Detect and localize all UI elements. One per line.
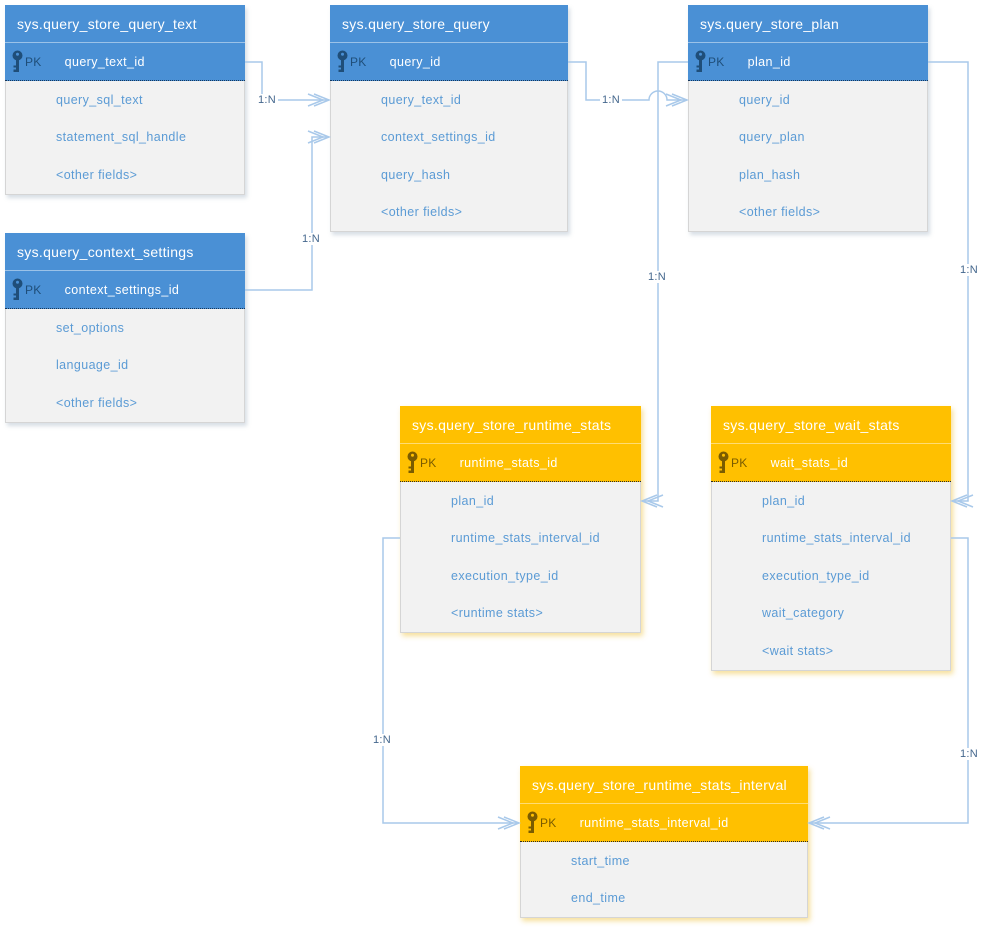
pk-row: PK runtime_stats_id (400, 444, 641, 482)
pk-field-name: context_settings_id (64, 282, 180, 297)
cardinality-label: 1:N (957, 748, 981, 760)
connector-context-settings-to-query (245, 136, 329, 291)
field-row: query_sql_text (56, 92, 143, 107)
pk-field-name: plan_id (747, 54, 791, 69)
pk-label: PK (540, 815, 557, 830)
cardinality-label: 1:N (599, 94, 623, 106)
primary-key-icon (718, 451, 729, 473)
primary-key-icon (337, 50, 348, 72)
pk-row: PK context_settings_id (5, 271, 245, 309)
field-row: language_id (56, 358, 129, 373)
field-row: query_text_id (381, 92, 462, 107)
field-row: query_plan (739, 130, 805, 145)
pk-label: PK (350, 54, 367, 69)
pk-label: PK (25, 282, 42, 297)
primary-key-icon (695, 50, 706, 72)
table-title: sys.query_store_query (330, 5, 568, 43)
table-query-store-runtime-stats[interactable]: sys.query_store_runtime_stats PK runtime… (400, 406, 641, 633)
table-query-store-wait-stats[interactable]: sys.query_store_wait_stats PK wait_stats… (711, 406, 951, 671)
field-row: start_time (571, 853, 630, 868)
table-title: sys.query_context_settings (5, 233, 245, 271)
table-title: sys.query_store_plan (688, 5, 928, 43)
field-row: plan_id (451, 493, 495, 508)
table-query-context-settings[interactable]: sys.query_context_settings PK context_se… (5, 233, 245, 423)
primary-key-icon (527, 811, 538, 833)
table-title: sys.query_store_wait_stats (711, 406, 951, 444)
cardinality-label: 1:N (370, 734, 394, 746)
cardinality-label: 1:N (255, 94, 279, 106)
connector-query-to-plan (568, 61, 687, 101)
table-query-store-query-text[interactable]: sys.query_store_query_text PK query_text… (5, 5, 245, 195)
table-query-store-query[interactable]: sys.query_store_query PK query_id query_… (330, 5, 568, 232)
field-row: <other fields> (56, 167, 138, 182)
pk-field-name: runtime_stats_interval_id (579, 815, 729, 830)
table-title: sys.query_store_runtime_stats (400, 406, 641, 444)
cardinality-label: 1:N (957, 264, 981, 276)
pk-label: PK (420, 455, 437, 470)
field-row: plan_hash (739, 167, 801, 182)
field-row: set_options (56, 320, 125, 335)
pk-field-name: query_text_id (64, 54, 145, 69)
field-row: <other fields> (739, 205, 821, 220)
field-row: execution_type_id (762, 568, 870, 583)
field-row: context_settings_id (381, 130, 496, 145)
table-query-store-runtime-stats-interval[interactable]: sys.query_store_runtime_stats_interval P… (520, 766, 808, 918)
field-row: <wait stats> (762, 643, 834, 658)
field-row: <other fields> (56, 395, 138, 410)
cardinality-label: 1:N (645, 271, 669, 283)
pk-field-name: runtime_stats_id (459, 455, 558, 470)
field-row: runtime_stats_interval_id (451, 531, 600, 546)
field-row: query_hash (381, 167, 451, 182)
field-row: end_time (571, 891, 626, 906)
primary-key-icon (12, 278, 23, 300)
field-row: <other fields> (381, 205, 463, 220)
pk-row: PK runtime_stats_interval_id (520, 804, 808, 842)
table-title: sys.query_store_runtime_stats_interval (520, 766, 808, 804)
pk-label: PK (708, 54, 725, 69)
field-row: plan_id (762, 493, 806, 508)
field-row: query_id (739, 92, 791, 107)
field-row: statement_sql_handle (56, 130, 187, 145)
cardinality-label: 1:N (299, 233, 323, 245)
field-row: execution_type_id (451, 568, 559, 583)
primary-key-icon (407, 451, 418, 473)
pk-row: PK query_text_id (5, 43, 245, 81)
pk-field-name: wait_stats_id (770, 455, 849, 470)
pk-row: PK plan_id (688, 43, 928, 81)
primary-key-icon (12, 50, 23, 72)
pk-field-name: query_id (389, 54, 441, 69)
pk-row: PK query_id (330, 43, 568, 81)
table-title: sys.query_store_query_text (5, 5, 245, 43)
table-query-store-plan[interactable]: sys.query_store_plan PK plan_id query_id… (688, 5, 928, 232)
field-row: <runtime stats> (451, 606, 544, 621)
field-row: wait_category (762, 606, 845, 621)
pk-label: PK (731, 455, 748, 470)
field-row: runtime_stats_interval_id (762, 531, 911, 546)
pk-label: PK (25, 54, 42, 69)
pk-row: PK wait_stats_id (711, 444, 951, 482)
